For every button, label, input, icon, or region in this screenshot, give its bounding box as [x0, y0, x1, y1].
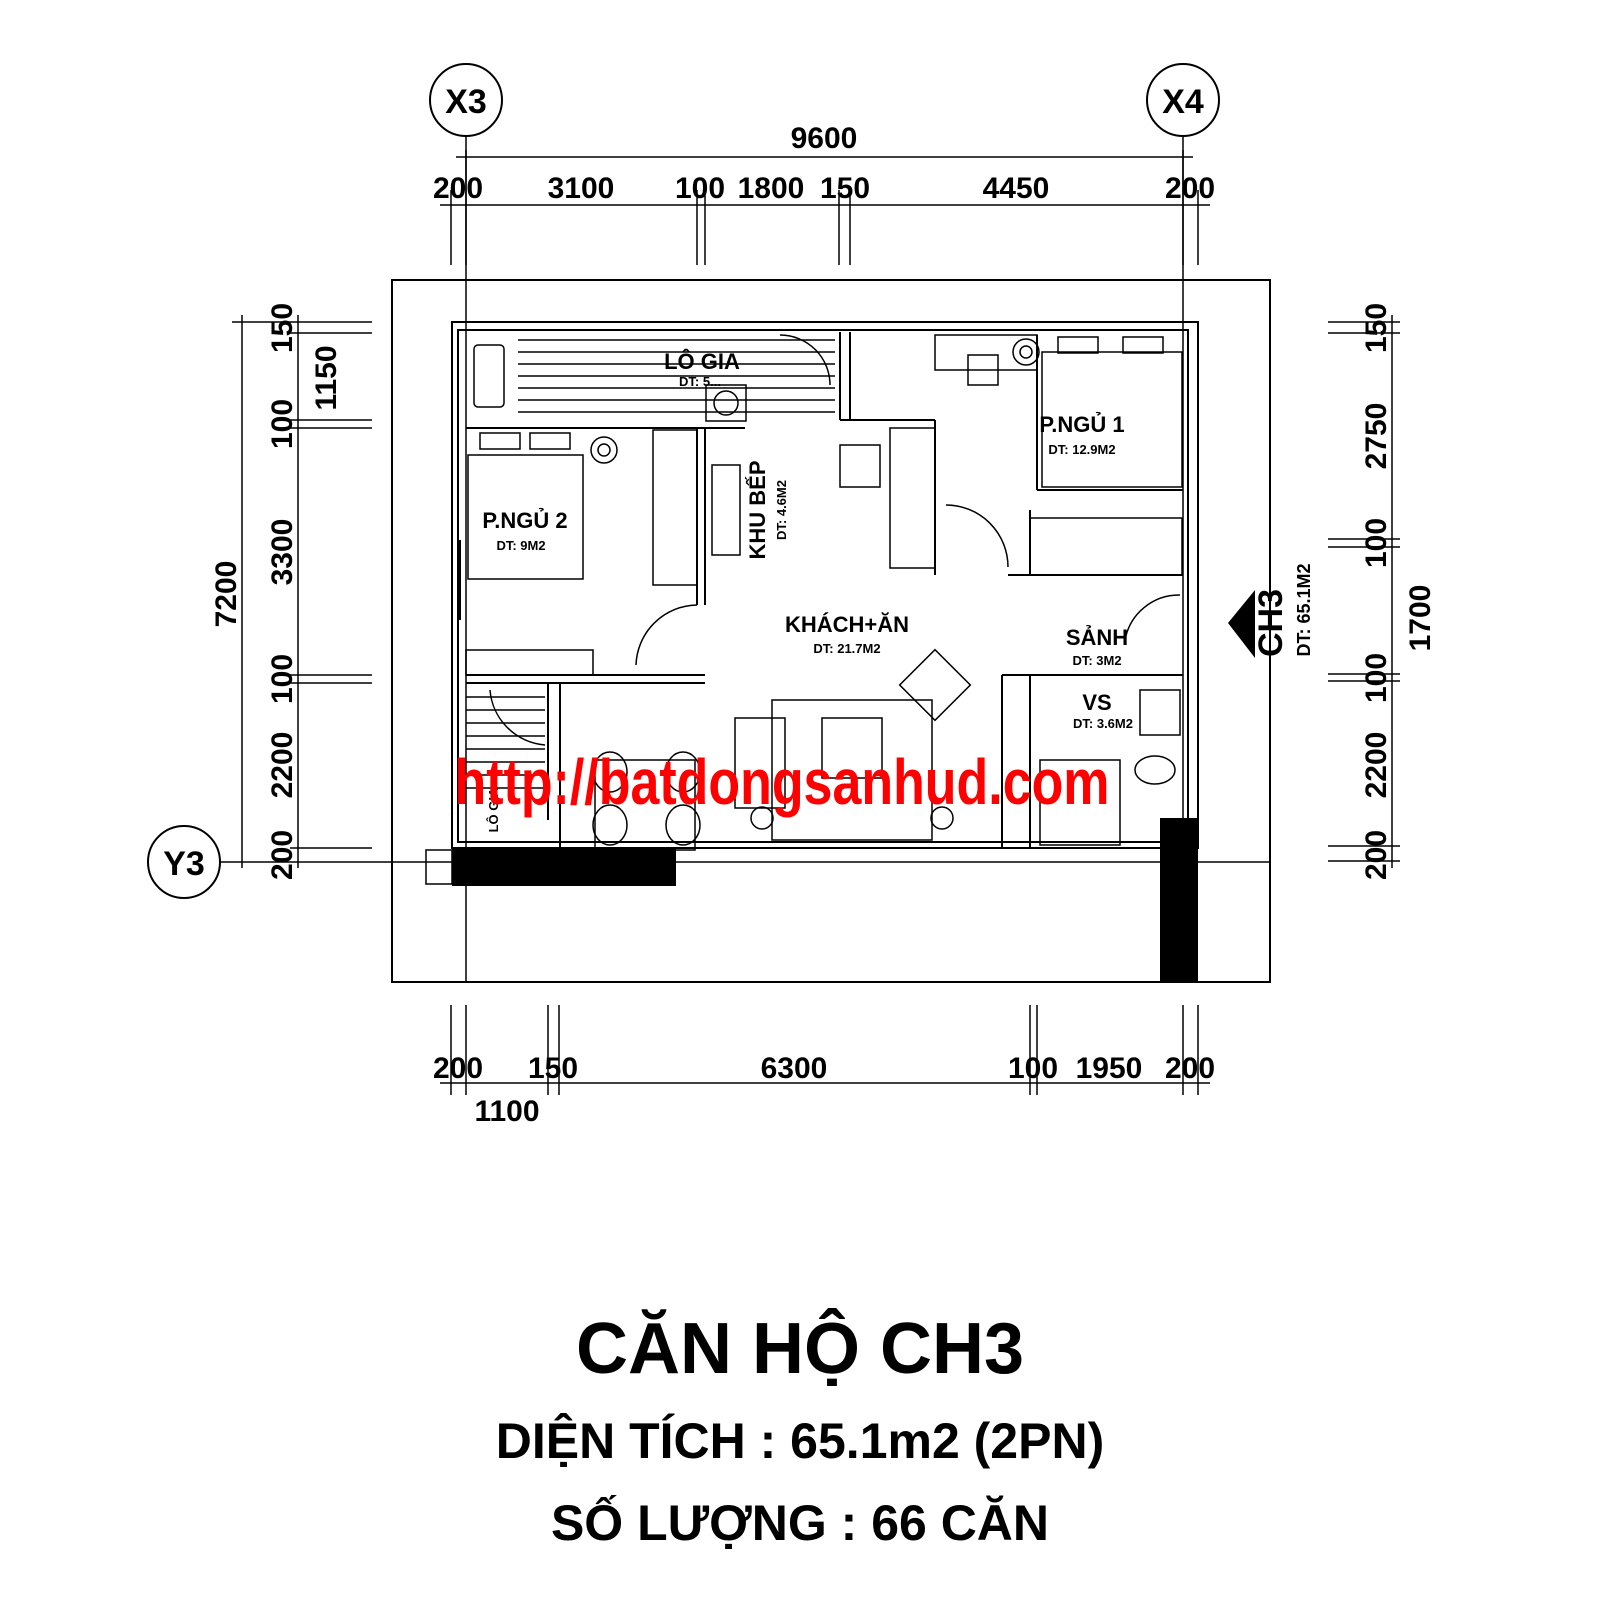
desk — [934, 334, 1038, 371]
room-lobby-area: DT: 3M2 — [1072, 653, 1121, 668]
dim-label: 1100 — [474, 1095, 539, 1128]
wardrobe-1 — [1029, 517, 1183, 576]
dim-label: 150 — [1360, 303, 1393, 353]
room-kitchen-area: DT: 4.6M2 — [774, 480, 789, 540]
furniture — [465, 334, 1183, 851]
loggia-chair — [473, 344, 505, 408]
kitchen-cabinet — [889, 427, 936, 569]
sofa — [771, 699, 933, 841]
washbasin — [1139, 689, 1181, 736]
title-count-line: SỐ LƯỢNG : 66 CĂN — [550, 1495, 1050, 1551]
room-lobby-name: SẢNH — [1066, 625, 1128, 650]
room-loggia2-name: LÔ GIA — [486, 787, 501, 832]
left-dimensions: 7200 150 1150 100 3300 100 2200 200 — [210, 303, 372, 880]
dim-label: 3300 — [266, 519, 299, 586]
dim-label: 4450 — [983, 172, 1050, 205]
room-living-name: KHÁCH+ĂN — [785, 612, 909, 637]
axis-y3-label: Y3 — [163, 845, 205, 883]
room-bedroom2-name: P.NGỦ 2 — [482, 508, 567, 533]
axis-y3: Y3 — [147, 825, 221, 899]
axis-x3-label: X3 — [445, 83, 487, 121]
column-bottom-right — [1160, 818, 1198, 982]
top-dimensions: 9600 200 3100 100 1800 150 4450 200 — [433, 122, 1215, 265]
bed-2 — [467, 454, 584, 580]
dim-top-total: 9600 — [791, 122, 858, 155]
dim-label: 150 — [820, 172, 870, 205]
room-wc-area: DT: 3.6M2 — [1073, 716, 1133, 731]
room-bedroom2-area: DT: 9M2 — [496, 538, 545, 553]
unit-tag-area: DT: 65.1M2 — [1294, 563, 1314, 656]
right-dimensions: 150 2750 100 1700 100 2200 200 — [1328, 303, 1437, 880]
room-kitchen-name: KHU BẾP — [745, 460, 770, 559]
bed-1 — [1041, 351, 1183, 488]
kitchen-sink — [711, 464, 741, 556]
dim-label: 150 — [528, 1052, 578, 1085]
room-bedroom1-area: DT: 12.9M2 — [1048, 442, 1115, 457]
watermark: http://batdongsanhud.com — [455, 746, 1110, 818]
title-area-line: DIỆN TÍCH : 65.1m2 (2PN) — [495, 1413, 1105, 1469]
dim-label: 200 — [1165, 172, 1215, 205]
dim-label: 2750 — [1360, 403, 1393, 470]
dim-label: 200 — [266, 830, 299, 880]
shower — [1039, 759, 1121, 846]
dim-label: 1800 — [738, 172, 805, 205]
bottom-dimensions: 200 150 6300 100 1950 200 1100 — [433, 1005, 1215, 1128]
dim-label: 2200 — [266, 732, 299, 799]
dim-label: 100 — [675, 172, 725, 205]
door-swings — [489, 334, 1181, 746]
room-loggia-area: DT: 5... — [679, 374, 721, 389]
wardrobe-2 — [652, 429, 698, 586]
dim-label: 1700 — [1404, 585, 1437, 652]
dim-label: 100 — [1360, 653, 1393, 703]
toilet — [1134, 755, 1176, 785]
cooktop — [839, 444, 881, 488]
axis-x4: X4 — [1146, 63, 1220, 137]
washing-machine — [705, 384, 747, 422]
dim-label: 150 — [266, 303, 299, 353]
room-living-area: DT: 21.7M2 — [813, 641, 880, 656]
room-bedroom1-name: P.NGỦ 1 — [1039, 412, 1124, 437]
room-wc-name: VS — [1082, 690, 1111, 715]
dim-left-total: 7200 — [210, 561, 243, 628]
loggia-hatching — [466, 339, 835, 789]
unit-tag-name: CH3 — [1252, 589, 1290, 657]
dim-label: 200 — [433, 172, 483, 205]
dim-label: 1150 — [310, 345, 343, 410]
dim-label: 100 — [266, 399, 299, 449]
unit-tag: CH3 DT: 65.1M2 — [1228, 563, 1314, 658]
room-loggia-name: LÔ GIA — [664, 349, 740, 374]
building-outline — [391, 279, 1271, 983]
dim-label: 200 — [1360, 830, 1393, 880]
dim-label: 6300 — [761, 1052, 828, 1085]
arrow-left-icon — [1228, 590, 1255, 658]
title-heading: CĂN HỘ CH3 — [575, 1309, 1025, 1389]
dim-label: 3100 — [548, 172, 615, 205]
dim-label: 200 — [1165, 1052, 1215, 1085]
dim-label: 100 — [266, 654, 299, 704]
axis-x3: X3 — [429, 63, 503, 137]
axis-x4-label: X4 — [1162, 83, 1204, 121]
dim-label: 2200 — [1360, 732, 1393, 799]
wardrobe-3 — [465, 649, 594, 676]
dim-label: 100 — [1360, 518, 1393, 568]
wall-box — [425, 849, 453, 885]
column-bottom-left — [452, 848, 676, 886]
dim-label: 1950 — [1076, 1052, 1143, 1085]
dim-label: 100 — [1008, 1052, 1058, 1085]
dim-label: 200 — [433, 1052, 483, 1085]
